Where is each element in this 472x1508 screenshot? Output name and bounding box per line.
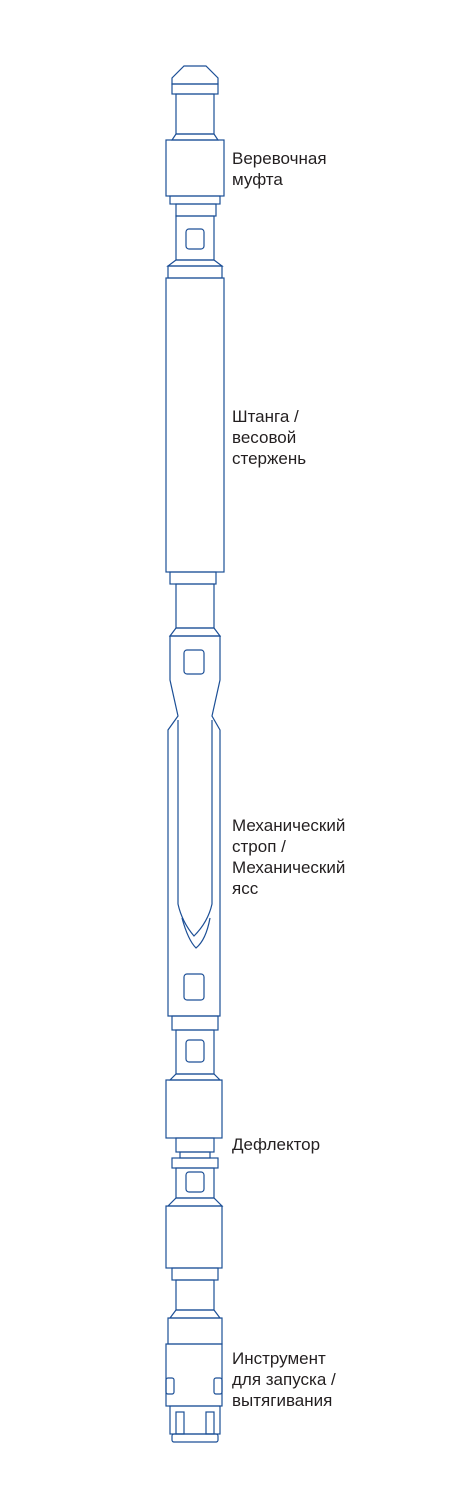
lower-connector-taper (168, 1073, 222, 1081)
label-stem-line-3: стержень (232, 449, 307, 468)
rope-socket-neck-shaft (175, 93, 215, 135)
label-mechanical-jar: Механический строп / Механический ясс (232, 815, 402, 899)
tool-dog-right (205, 1411, 215, 1435)
label-tool-line-1: Инструмент (232, 1349, 326, 1368)
upper-connector (166, 215, 224, 267)
knuckle-neck (179, 1151, 211, 1159)
knuckle-body (165, 1079, 223, 1139)
label-jar-line-4: ясс (232, 879, 259, 898)
running-pulling-tool (165, 1317, 223, 1443)
tool-top-collar (167, 1317, 223, 1345)
rope-socket-neck (171, 83, 219, 95)
lower-sub-pin (175, 1279, 215, 1311)
label-jar-line-1: Механический (232, 816, 346, 835)
stem-upper-collar (167, 265, 223, 279)
label-rope-socket-line-2: муфта (232, 170, 283, 189)
jar-inner-mandrel-tip (181, 917, 211, 949)
tool-lower-body (169, 1405, 221, 1435)
jar-lower-slot (183, 973, 205, 1001)
rope-socket-fishing-neck-tip (171, 65, 219, 85)
label-tool-line-2: для запуска / (232, 1370, 336, 1389)
knuckle-lower-collar (175, 1137, 215, 1153)
knuckle-slot (185, 1171, 205, 1193)
jar-upper-taper (168, 627, 222, 637)
knuckle-ball-ring (171, 1157, 219, 1169)
upper-connector-slot (185, 228, 205, 250)
stem-bar (165, 265, 225, 629)
lower-connector (168, 1029, 222, 1081)
jar-lower-collar (171, 1015, 219, 1031)
lower-sub-collar (171, 1267, 219, 1281)
knuckle-taper (166, 1197, 224, 1207)
label-stem-line-2: весовой (232, 428, 297, 447)
rope-socket (165, 65, 225, 217)
lower-connector-pin (175, 1029, 215, 1075)
stem-body (165, 277, 225, 573)
tool-left-notch (165, 1377, 175, 1395)
lower-connector-slot (185, 1039, 205, 1063)
stem-pin (175, 583, 215, 629)
label-knuckle-joint: Дефлектор (232, 1134, 402, 1155)
tool-body (165, 1343, 223, 1407)
rope-socket-body (165, 139, 225, 197)
rope-socket-ring (175, 203, 217, 217)
label-knuckle-line-1: Дефлектор (232, 1135, 321, 1154)
jar-upper-slot (183, 649, 205, 675)
rope-socket-taper (170, 133, 220, 141)
lower-sub-body (165, 1205, 223, 1269)
jar-upper-housing (167, 635, 221, 1017)
label-running-pulling-tool: Инструмент для запуска / вытягивания (232, 1348, 402, 1411)
label-stem: Штанга / весовой стержень (232, 406, 402, 469)
label-rope-socket-line-1: Веревочная (232, 149, 327, 168)
upper-connector-taper (166, 259, 224, 267)
lower-sub (165, 1205, 223, 1319)
tool-right-notch (213, 1377, 223, 1395)
label-stem-line-1: Штанга / (232, 407, 299, 426)
tool-dog-left (175, 1411, 185, 1435)
rope-socket-shoulder (169, 195, 221, 205)
knuckle-joint (165, 1079, 224, 1207)
stem-lower-collar (169, 571, 217, 585)
upper-connector-pin (175, 215, 215, 261)
lower-sub-taper (168, 1309, 222, 1319)
label-rope-socket: Веревочная муфта (232, 148, 402, 190)
label-tool-line-3: вытягивания (232, 1391, 333, 1410)
label-jar-line-3: Механический (232, 858, 346, 877)
jar-inner-mandrel (177, 720, 213, 937)
tool-bottom-ring (171, 1433, 219, 1443)
mechanical-jar (167, 627, 222, 1031)
label-jar-line-2: строп / (232, 837, 286, 856)
